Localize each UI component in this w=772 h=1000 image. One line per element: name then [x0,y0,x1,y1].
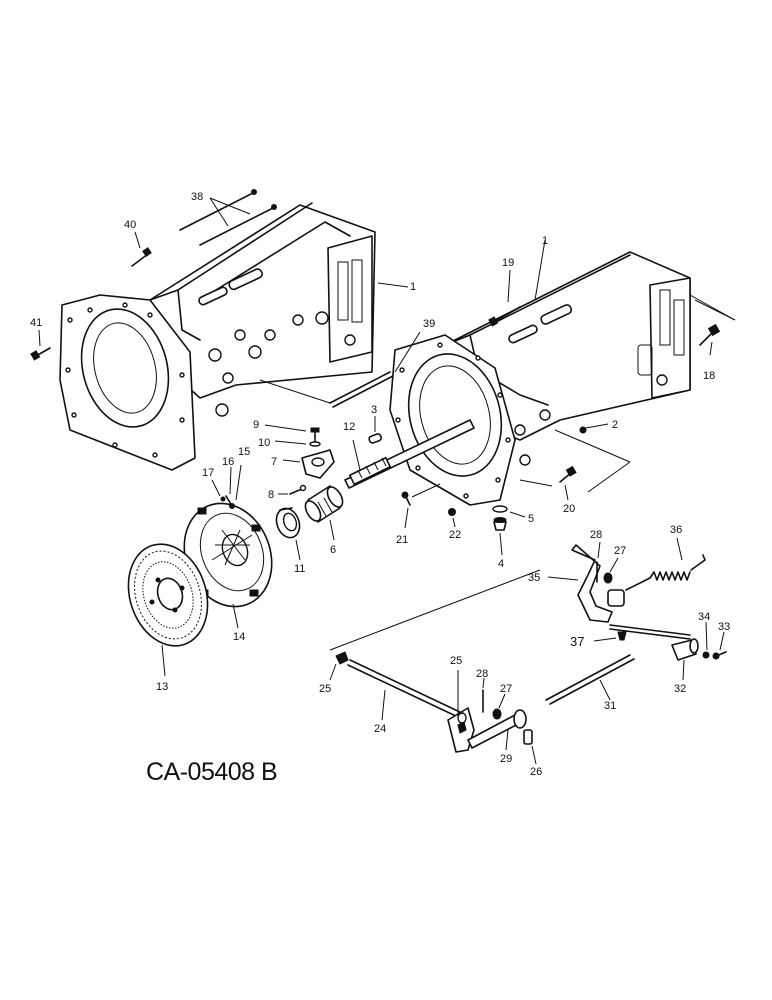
callout-33: 33 [718,621,730,633]
callout-25-left: 25 [319,683,331,695]
clutch-disc-13 [127,543,209,677]
callout-labels: 1 1 2 3 4 5 6 7 8 9 10 11 12 13 14 15 16… [30,191,730,778]
callout-10: 10 [258,437,270,449]
callout-29: 29 [500,753,512,765]
callout-35: 35 [528,572,540,584]
bolt-40 [131,231,152,267]
callout-37: 37 [570,634,584,649]
washer-34-bolt-33 [702,621,727,660]
callout-27-lower: 27 [500,683,512,695]
pin-28-lower [482,677,485,713]
callout-5: 5 [528,513,534,525]
callout-7: 7 [271,456,277,468]
fitting-4-5 [492,505,526,556]
callout-26: 26 [530,766,542,778]
spring-36 [625,537,706,591]
bolt-19 [488,269,521,327]
bolt-21 [401,483,441,529]
callout-28-lower: 28 [476,668,488,680]
clutch-arm-32 [671,638,699,681]
pin-28-upper [596,541,601,583]
callout-20: 20 [563,503,575,515]
callout-14: 14 [233,631,245,643]
callout-38: 38 [191,191,203,203]
release-bearing-11 [275,507,301,561]
callout-28-upper: 28 [590,529,602,541]
plug-22 [448,508,456,528]
callout-8: 8 [268,489,274,501]
callout-24: 24 [374,723,386,735]
callout-25-right: 25 [450,655,462,667]
bolt-18 [694,299,736,356]
dowel-3 [368,416,382,444]
input-shaft-12 [344,419,475,489]
grease-fitting-37 [593,631,627,642]
callout-31: 31 [604,700,616,712]
clevis-pin-25-left [329,651,349,681]
callout-27-upper: 27 [614,545,626,557]
callout-1-left: 1 [410,281,416,293]
lever-29 [447,707,527,753]
callout-34: 34 [698,611,710,623]
bolt-9-washer-10 [264,424,321,447]
clevis-pin-25-right [457,670,467,734]
callout-16: 16 [222,456,234,468]
bolt-41 [30,329,51,361]
release-sleeve-6 [304,485,344,541]
callout-41: 41 [30,317,42,329]
callout-19: 19 [502,257,514,269]
washer-27-upper [603,557,619,584]
drawing-code: CA-05408 B [146,758,277,786]
bolt-26 [523,729,537,765]
callout-22: 22 [449,529,461,541]
callout-11: 11 [294,563,305,575]
bolt-15-16-17 [211,464,242,509]
callout-39: 39 [423,318,435,330]
callout-15: 15 [238,446,250,458]
clutch-housing-right [389,239,691,506]
bolt-20 [519,465,577,501]
clutch-housing-left [59,202,409,471]
cross-shaft-31 [545,624,691,705]
callout-32: 32 [674,683,686,695]
callout-3: 3 [371,404,377,416]
stud-39 [259,331,421,408]
washer-27-lower [492,693,506,720]
pushrod-24 [329,569,541,721]
release-fork-7 [282,449,335,479]
callout-18: 18 [703,370,715,382]
callout-6: 6 [330,544,336,556]
plug-2 [579,423,609,434]
callout-2: 2 [612,419,618,431]
callout-40: 40 [124,219,136,231]
callout-13: 13 [156,681,168,693]
callout-1-right: 1 [542,235,548,247]
pin-8 [278,484,307,495]
bolts-38 [179,189,277,246]
guide-lines [554,294,736,493]
callout-17: 17 [202,467,214,479]
callout-12: 12 [343,421,355,433]
callout-21: 21 [396,534,408,546]
clutch-pedal-35 [547,544,625,623]
callout-4: 4 [498,558,504,570]
callout-36: 36 [670,524,682,536]
callout-9: 9 [253,419,259,431]
